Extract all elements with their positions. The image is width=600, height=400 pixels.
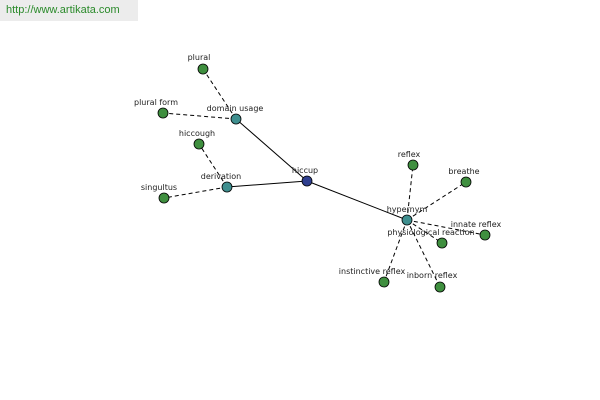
node-label-plural-form[interactable]: plural form <box>134 98 178 107</box>
node-label-physiological-reaction[interactable]: physiological reaction <box>387 228 474 237</box>
edge-hiccup-hypernym <box>306 180 408 221</box>
node-singultus[interactable] <box>158 192 170 204</box>
node-derivation[interactable] <box>221 181 233 193</box>
node-label-singultus[interactable]: singultus <box>141 183 177 192</box>
edge-hypernym-breathe <box>406 181 467 221</box>
source-url-banner[interactable]: http://www.artikata.com <box>0 0 138 21</box>
node-innate-reflex[interactable] <box>479 229 491 241</box>
edge-derivation-hiccough <box>198 143 228 188</box>
node-label-hiccup[interactable]: hiccup <box>292 166 318 175</box>
node-label-breathe[interactable]: breathe <box>448 167 479 176</box>
node-label-hypernym[interactable]: hypernym <box>387 205 428 214</box>
graph-nodes <box>157 63 491 293</box>
edge-derivation-singultus <box>163 186 228 199</box>
node-plural[interactable] <box>197 63 209 75</box>
edge-domain-usage-plural <box>202 68 237 120</box>
node-label-derivation[interactable]: derivation <box>201 172 241 181</box>
node-inborn-reflex[interactable] <box>434 281 446 293</box>
node-label-instinctive-reflex[interactable]: instinctive reflex <box>339 267 406 276</box>
graph-edges <box>162 68 486 288</box>
node-domain-usage[interactable] <box>230 113 242 125</box>
node-physiological-reaction[interactable] <box>436 237 448 249</box>
node-hiccough[interactable] <box>193 138 205 150</box>
node-label-innate-reflex[interactable]: innate reflex <box>451 220 502 229</box>
edge-hiccup-domain-usage <box>235 118 308 182</box>
edge-hypernym-reflex <box>406 164 414 221</box>
edge-hypernym-inborn-reflex <box>406 219 441 288</box>
node-instinctive-reflex[interactable] <box>378 276 390 288</box>
node-plural-form[interactable] <box>157 107 169 119</box>
node-label-plural[interactable]: plural <box>188 53 211 62</box>
node-label-hiccough[interactable]: hiccough <box>179 129 215 138</box>
node-label-domain-usage[interactable]: domain usage <box>207 104 264 113</box>
node-breathe[interactable] <box>460 176 472 188</box>
edge-hiccup-derivation <box>226 180 308 188</box>
node-label-inborn-reflex[interactable]: inborn reflex <box>407 271 458 280</box>
node-reflex[interactable] <box>407 159 419 171</box>
node-label-reflex[interactable]: reflex <box>398 150 421 159</box>
edge-hypernym-innate-reflex <box>406 219 486 236</box>
node-hiccup[interactable] <box>301 175 313 187</box>
edge-domain-usage-plural-form <box>162 112 237 120</box>
graph-labels: hiccup domain usage derivation hypernym plur… <box>134 53 501 280</box>
node-hypernym[interactable] <box>401 214 413 226</box>
